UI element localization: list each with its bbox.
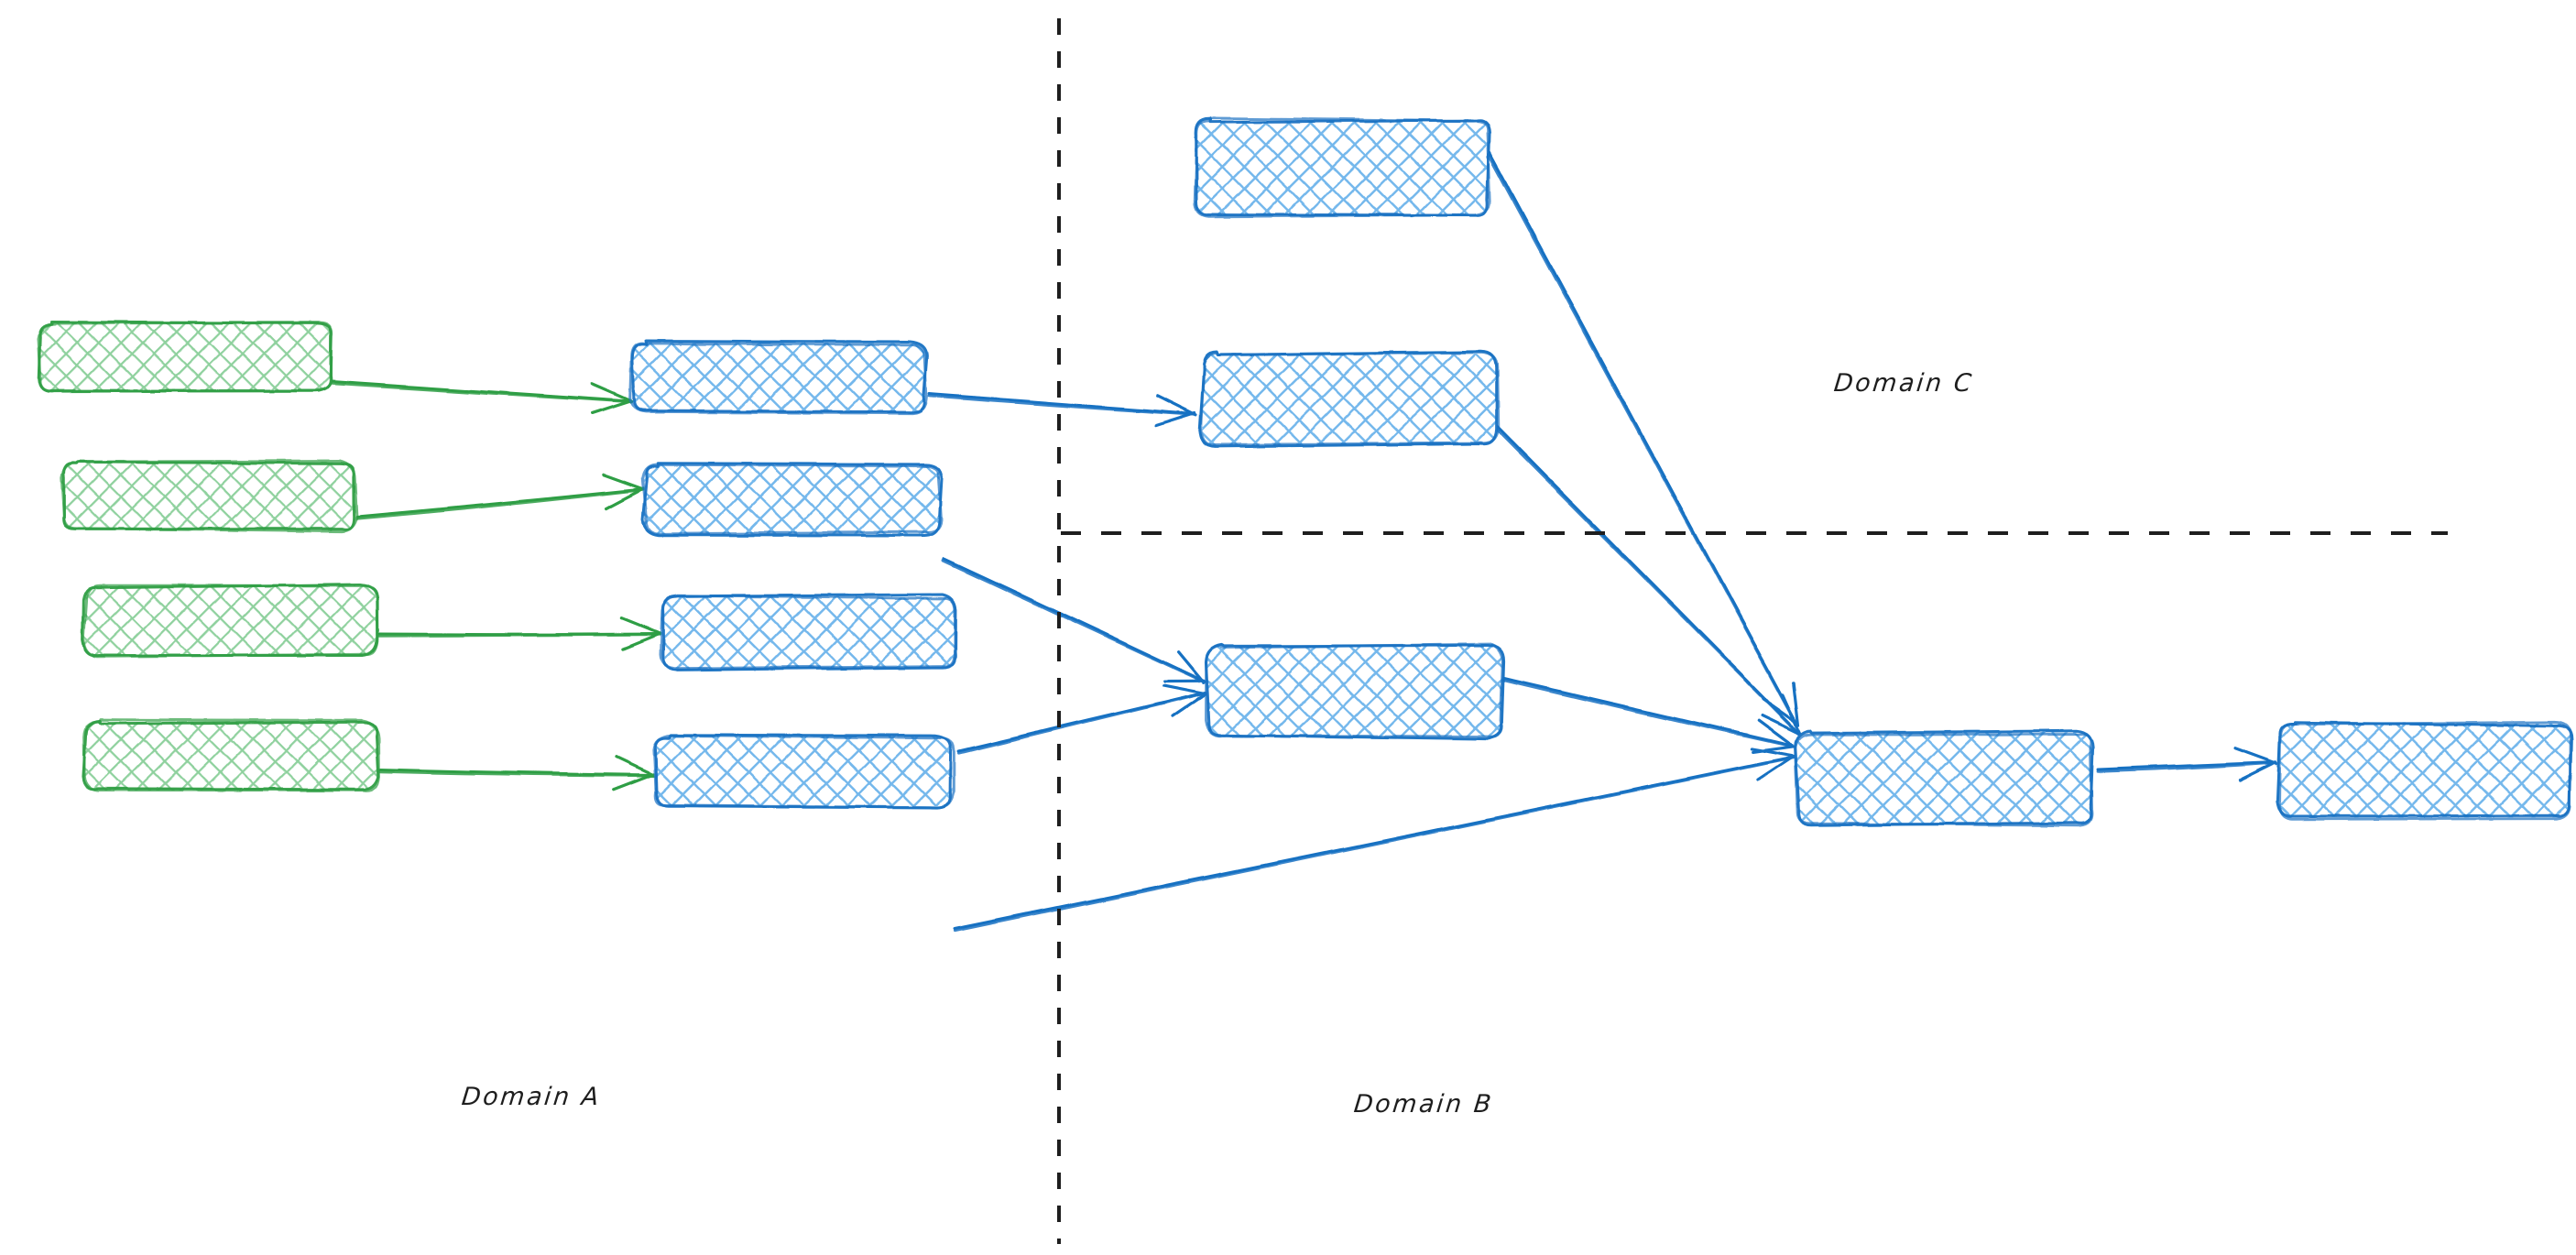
- edge-arrowhead: [591, 399, 633, 416]
- domain-a-label: Domain A: [460, 1083, 603, 1111]
- dividers-layer: [1057, 18, 2448, 1244]
- node-fill: [1194, 119, 1490, 215]
- node-outline: [82, 718, 381, 792]
- node-c2[interactable]: [1198, 350, 1501, 448]
- edge-arrowhead: [621, 632, 660, 650]
- node-fill: [38, 322, 333, 392]
- edge-line: [957, 692, 1207, 755]
- edge-arrowhead: [1153, 411, 1196, 428]
- edge-line: [927, 394, 1196, 417]
- node-outline: [641, 463, 943, 536]
- node-fill: [654, 736, 953, 806]
- edge-arrowhead: [1756, 754, 1796, 781]
- node-outline: [1205, 642, 1504, 739]
- node-outline: [2277, 720, 2572, 821]
- edge-arrowhead: [615, 756, 655, 777]
- node-fill: [83, 585, 378, 656]
- domain-c-label: Domain C: [1832, 369, 1975, 398]
- node-outline: [36, 321, 333, 393]
- edges-layer: [330, 150, 2278, 933]
- node-fill: [644, 464, 941, 535]
- edge-arrowhead: [1752, 744, 1796, 754]
- node-outline: [659, 594, 956, 671]
- edge-b2-c3: [941, 557, 1207, 684]
- node-outline: [1193, 116, 1492, 218]
- edge-a2-b2: [355, 474, 645, 520]
- node-outline: [652, 734, 955, 809]
- node-fill: [1796, 732, 2092, 824]
- node-e1[interactable]: [2276, 720, 2573, 821]
- edge-arrowhead: [1177, 650, 1206, 684]
- node-fill: [83, 721, 378, 791]
- edge-a3-b3: [377, 617, 662, 650]
- edge-arrowhead: [1155, 394, 1198, 417]
- node-b1[interactable]: [628, 339, 929, 415]
- node-d1[interactable]: [1794, 729, 2095, 827]
- edge-arrowhead: [1792, 681, 1801, 726]
- node-outline: [641, 462, 944, 537]
- edge-arrowhead: [620, 617, 662, 636]
- edge-arrowhead: [1757, 718, 1795, 748]
- edge-line: [377, 769, 656, 778]
- edge-arrowhead: [604, 486, 645, 510]
- edge-d1-e1: [2096, 747, 2278, 782]
- edge-arrowhead: [1170, 692, 1208, 719]
- edge-b4-d1: [953, 747, 1796, 933]
- edge-c2-d1: [1493, 425, 1802, 735]
- node-c1[interactable]: [1193, 116, 1492, 218]
- edge-line: [1501, 678, 1796, 748]
- node-fill: [1206, 645, 1503, 737]
- edge-arrowhead: [1162, 683, 1208, 695]
- edge-arrowhead: [612, 772, 656, 791]
- edge-line: [377, 633, 661, 638]
- node-a2[interactable]: [60, 459, 359, 533]
- node-c3[interactable]: [1204, 642, 1506, 741]
- node-fill: [660, 595, 957, 669]
- nodes-layer: [36, 116, 2573, 827]
- node-fill: [631, 342, 925, 413]
- node-a3[interactable]: [81, 583, 379, 659]
- edge-arrowhead: [602, 474, 645, 491]
- edge-arrowhead: [1761, 713, 1801, 735]
- node-fill: [61, 462, 356, 531]
- node-outline: [1794, 732, 2094, 827]
- edge-b1-c2: [927, 392, 1198, 428]
- edge-b3-c3: [956, 683, 1208, 755]
- edge-line: [1493, 427, 1801, 735]
- node-b2[interactable]: [641, 462, 944, 537]
- node-fill: [2278, 723, 2571, 818]
- node-b4[interactable]: [652, 733, 955, 810]
- edge-arrowhead: [2233, 747, 2278, 765]
- edge-line: [953, 756, 1796, 933]
- edge-line: [2096, 761, 2277, 773]
- edge-a1-b1: [330, 379, 633, 416]
- node-outline: [60, 459, 359, 533]
- edge-c1-d1: [1486, 150, 1801, 726]
- node-b3[interactable]: [659, 593, 957, 671]
- node-a1[interactable]: [36, 321, 333, 393]
- edge-c3-d1: [1501, 676, 1796, 754]
- node-outline: [1199, 351, 1501, 447]
- domain-b-label: Domain B: [1352, 1090, 1495, 1119]
- node-outline: [628, 342, 928, 415]
- node-outline: [82, 584, 379, 659]
- edge-arrowhead: [2238, 760, 2278, 782]
- edge-line: [330, 381, 632, 404]
- edge-arrowhead: [590, 382, 633, 403]
- node-a4[interactable]: [81, 718, 381, 792]
- edge-line: [1486, 151, 1798, 726]
- edge-line: [941, 559, 1207, 684]
- edge-a4-b4: [377, 756, 656, 791]
- edge-line: [355, 488, 645, 520]
- edge-arrowhead: [1781, 693, 1802, 735]
- node-fill: [1202, 353, 1498, 446]
